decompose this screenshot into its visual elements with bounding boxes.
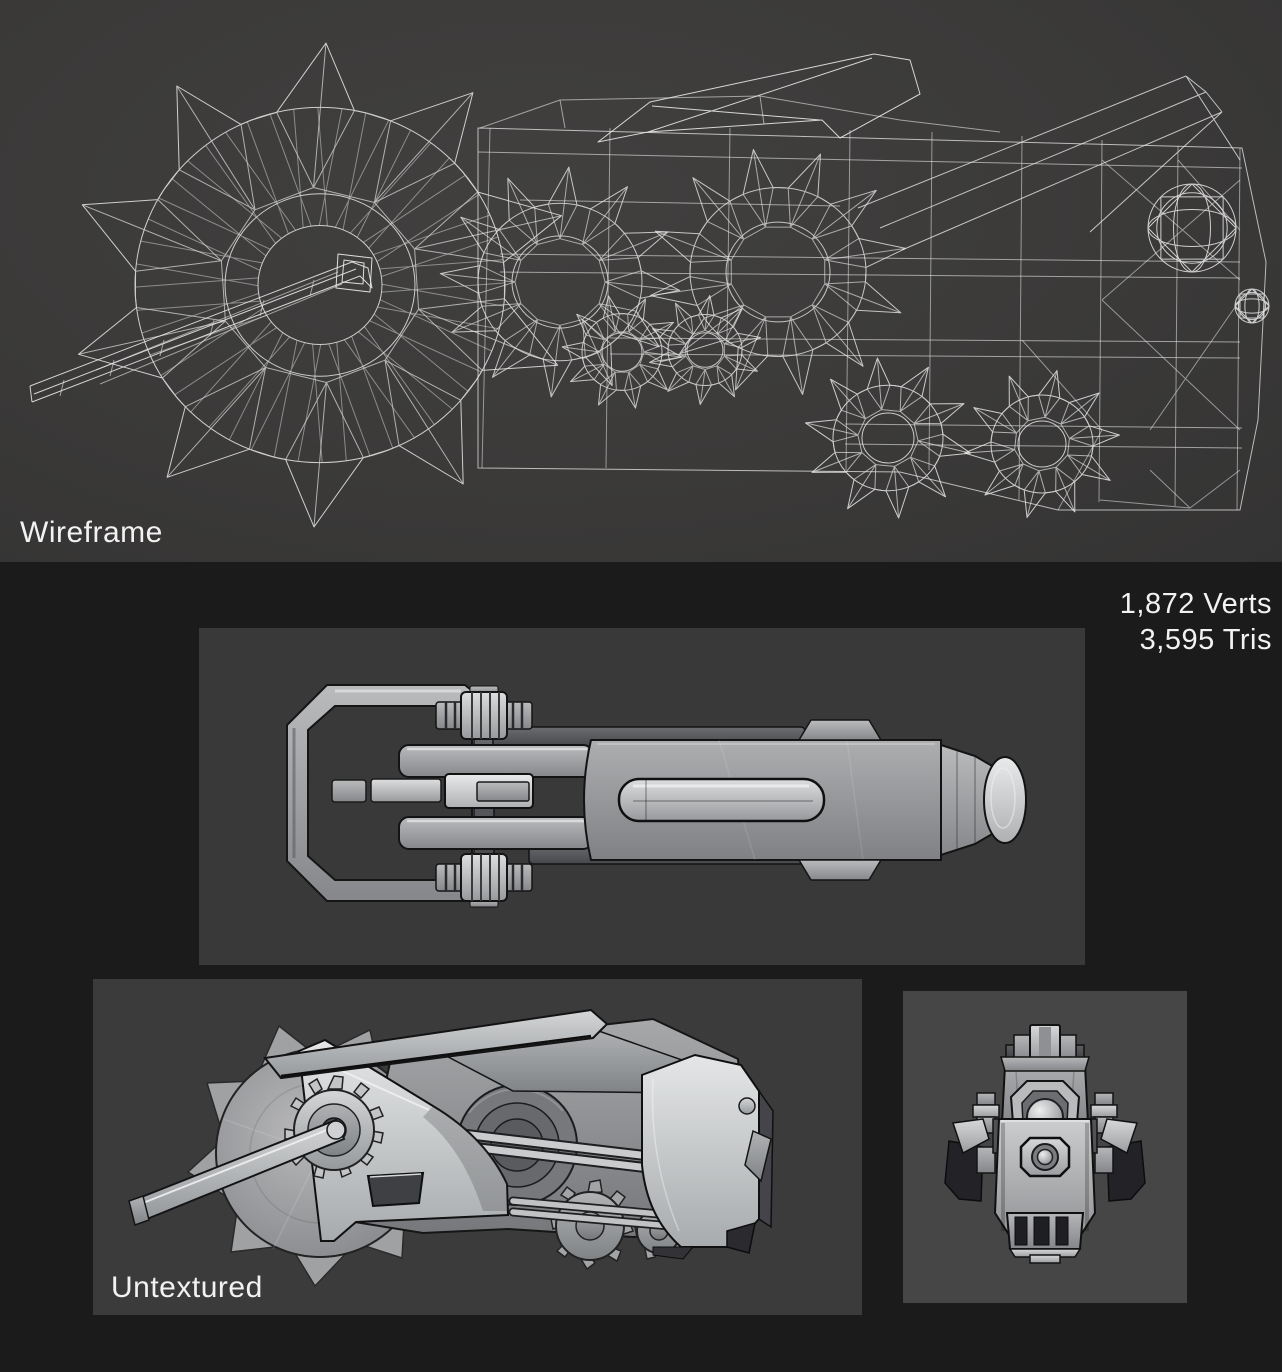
fork-arms [398, 744, 594, 850]
knob-sphere [738, 1097, 756, 1115]
side-view-render [128, 1008, 774, 1288]
crest [1000, 1024, 1090, 1072]
clamp-slot [331, 773, 534, 809]
side-pylons [972, 1092, 1118, 1174]
front-cover [297, 1038, 510, 1242]
verts-count: 1,872 Verts [1119, 588, 1272, 620]
foot [1029, 1254, 1061, 1264]
rear-fin [744, 1129, 772, 1183]
tris-count: 3,595 Tris [1139, 624, 1272, 656]
front-view-render [944, 1024, 1146, 1264]
wireframe-label: Wireframe [20, 516, 163, 549]
wireframe-render [29, 42, 1270, 528]
vent [366, 1171, 425, 1208]
top-bar [263, 1008, 609, 1080]
wireframe-panel: Wireframe [0, 0, 1282, 562]
front-view-panel [903, 991, 1187, 1303]
poly-count: 1,872 Verts 3,595 Tris [1120, 586, 1272, 658]
center-tongue [617, 777, 826, 823]
lens [1019, 1136, 1071, 1178]
top-view-panel [199, 628, 1085, 965]
gear-top [435, 685, 533, 740]
gear-bottom [435, 853, 533, 908]
rear-cover [641, 1053, 774, 1260]
top-view-render [286, 684, 1027, 908]
side-view-panel: Untextured [93, 979, 862, 1315]
rear-dark-fin [726, 1221, 756, 1254]
nose-cone [940, 743, 1027, 857]
bottom-skirt [1005, 1212, 1085, 1264]
handle-rod [128, 1118, 346, 1226]
untextured-label: Untextured [111, 1271, 263, 1304]
